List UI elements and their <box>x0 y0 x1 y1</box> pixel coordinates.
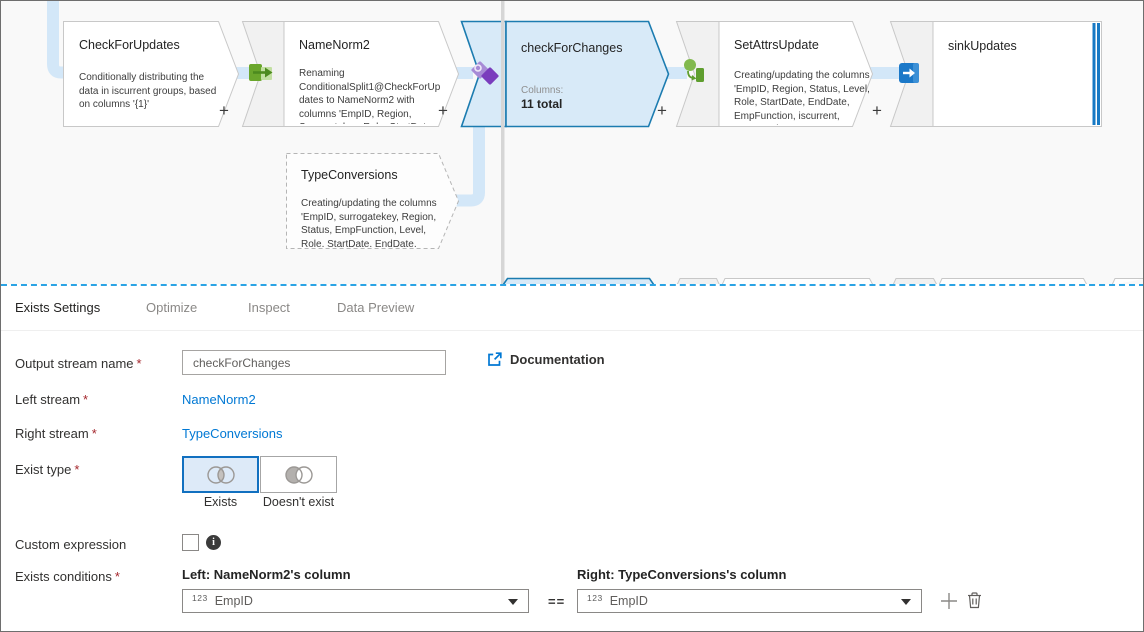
conditional-split-icon <box>249 64 273 81</box>
node-description: Renaming ConditionalSplit1@CheckForUpdat… <box>299 68 441 124</box>
left-stream-label: Left stream* <box>15 392 89 407</box>
exist-type-exists-button[interactable] <box>182 456 259 493</box>
documentation-link[interactable]: Documentation <box>487 352 605 367</box>
connector-tc-cfc <box>451 125 485 207</box>
add-node-button[interactable]: + <box>872 101 882 120</box>
node-description: Creating/updating the columns 'EmpID, Re… <box>734 70 870 125</box>
panel-resize-handle[interactable] <box>1 284 1143 286</box>
custom-expression-label: Custom expression <box>15 537 127 552</box>
connector-incoming <box>47 1 65 79</box>
add-condition-button[interactable] <box>940 592 958 615</box>
exist-type-doesnt-exist-button[interactable] <box>260 456 337 493</box>
node-columns-value: 11 total <box>521 97 563 111</box>
add-node-button[interactable]: + <box>438 101 448 120</box>
derived-column-icon <box>684 59 704 82</box>
partial-nodes-row2[interactable] <box>502 277 1144 285</box>
doesnt-exist-option-caption: Doesn't exist <box>262 495 335 509</box>
dataflow-canvas[interactable]: CheckForUpdates Conditionally distributi… <box>1 1 1144 285</box>
trash-icon <box>968 592 981 609</box>
node-typeconversions[interactable] <box>286 153 460 249</box>
node-columns-label: Columns: <box>521 85 564 96</box>
left-column-header: Left: NameNorm2's column <box>182 567 351 582</box>
left-column-dropdown[interactable]: 123 EmpID <box>182 589 529 613</box>
right-stream-link[interactable]: TypeConversions <box>182 426 283 441</box>
delete-condition-button[interactable] <box>967 592 982 614</box>
node-checkforupdates[interactable] <box>63 21 240 127</box>
required-asterisk: * <box>83 392 89 407</box>
node-description: Creating/updating the columns 'EmpID, su… <box>301 198 437 247</box>
add-node-button[interactable]: + <box>219 101 229 120</box>
info-icon[interactable]: i <box>206 535 221 550</box>
sink-icon <box>899 63 919 83</box>
required-asterisk: * <box>91 426 97 441</box>
number-type-badge: 123 <box>587 593 603 603</box>
tab-data-preview[interactable]: Data Preview <box>337 300 415 315</box>
output-stream-name-input[interactable] <box>182 350 446 375</box>
exists-conditions-label: Exists conditions* <box>15 569 120 584</box>
required-asterisk: * <box>74 462 80 477</box>
tabbar-divider <box>1 330 1143 331</box>
node-title: sinkUpdates <box>948 39 1017 53</box>
add-node-button[interactable]: + <box>657 101 667 120</box>
right-column-dropdown[interactable]: 123 EmpID <box>577 589 922 613</box>
node-title: checkForChanges <box>521 41 623 55</box>
node-title: TypeConversions <box>301 168 398 182</box>
node-title: NameNorm2 <box>299 38 370 52</box>
right-column-value: EmpID <box>609 594 648 608</box>
sink-marker-bar <box>1092 23 1096 125</box>
dataflow-graph <box>47 1 1144 285</box>
exist-type-label: Exist type* <box>15 462 80 477</box>
tab-inspect[interactable]: Inspect <box>248 300 290 315</box>
external-link-icon <box>488 352 502 366</box>
required-asterisk: * <box>114 569 120 584</box>
canvas-vertical-divider <box>501 1 505 284</box>
right-stream-label: Right stream* <box>15 426 97 441</box>
right-column-header: Right: TypeConversions's column <box>577 567 787 582</box>
tab-optimize[interactable]: Optimize <box>146 300 198 315</box>
number-type-badge: 123 <box>192 593 208 603</box>
venn-intersection-icon <box>206 465 235 484</box>
settings-panel: Exists Settings Optimize Inspect Data Pr… <box>1 286 1143 631</box>
node-sinkupdates[interactable] <box>889 21 1102 127</box>
left-column-value: EmpID <box>214 594 253 608</box>
node-title: SetAttrsUpdate <box>734 38 819 52</box>
output-stream-name-label: Output stream name* <box>15 356 142 371</box>
node-checkforchanges-selected[interactable] <box>460 20 670 128</box>
tab-exists-settings[interactable]: Exists Settings <box>15 300 101 315</box>
node-setattrsupdate[interactable] <box>675 21 874 127</box>
caret-down-icon <box>508 599 518 605</box>
node-title: CheckForUpdates <box>79 38 180 52</box>
node-description: Conditionally distributing the data in i… <box>79 72 217 110</box>
sink-marker-bar <box>1097 23 1100 125</box>
caret-down-icon <box>901 599 911 605</box>
exists-option-caption: Exists <box>203 495 238 509</box>
documentation-label: Documentation <box>510 352 605 367</box>
plus-icon <box>941 593 957 609</box>
exists-icon <box>471 61 499 85</box>
venn-left-only-icon <box>284 465 313 484</box>
required-asterisk: * <box>136 356 142 371</box>
node-namenorm2[interactable] <box>241 21 460 127</box>
equality-operator: == <box>548 594 566 609</box>
left-stream-link[interactable]: NameNorm2 <box>182 392 256 407</box>
custom-expression-checkbox[interactable] <box>182 534 199 551</box>
